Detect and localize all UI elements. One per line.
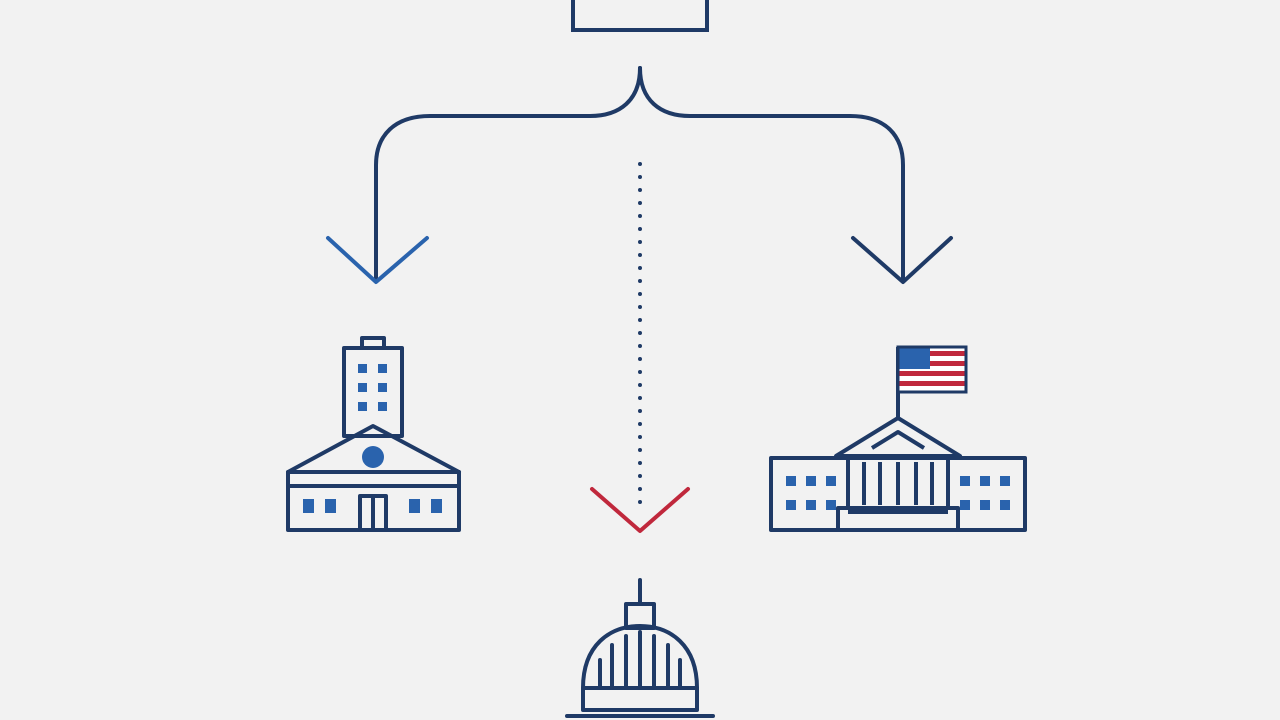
arrow-middle-head-icon bbox=[590, 487, 690, 533]
arrow-left-head-icon bbox=[326, 236, 429, 284]
connector-left-line bbox=[374, 66, 642, 282]
arrow-right-head-icon bbox=[851, 236, 953, 284]
government-building-flag-icon bbox=[769, 345, 1027, 532]
capitol-dome-icon bbox=[565, 578, 715, 718]
source-box-icon bbox=[571, 0, 709, 32]
us-flag-icon bbox=[896, 345, 968, 394]
connector-right-line bbox=[638, 66, 905, 282]
city-hall-icon bbox=[286, 336, 461, 532]
